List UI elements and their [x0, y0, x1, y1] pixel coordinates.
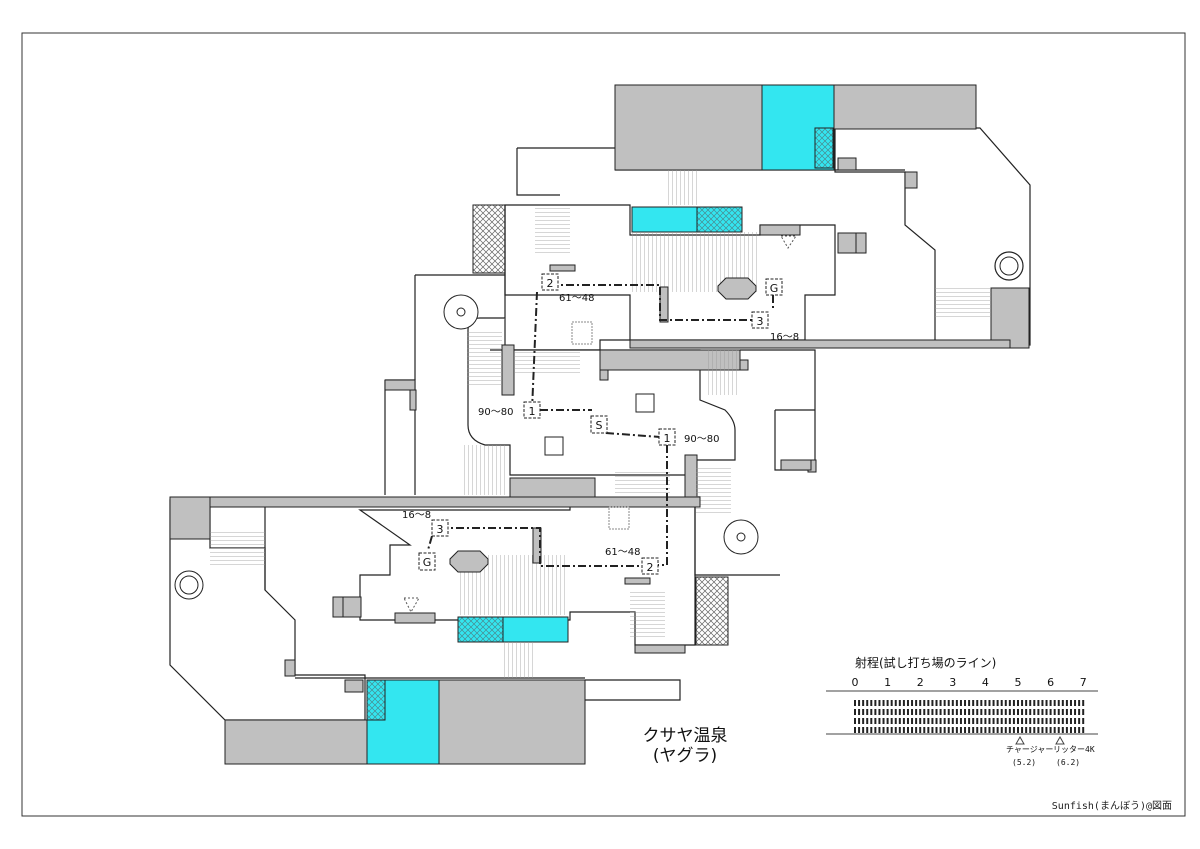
svg-text:リッター4K: リッター4K — [1053, 745, 1095, 754]
crate — [544, 436, 564, 456]
wall-block — [209, 496, 701, 508]
scale-tick-label: 2 — [917, 676, 924, 689]
wall-block — [284, 659, 296, 677]
svg-text:チャージャー: チャージャー — [1006, 745, 1053, 754]
range-scale-title: 射程(試し打ち場のライン) — [855, 655, 996, 670]
distance-label: 90〜80 — [478, 407, 513, 418]
wall-block — [599, 369, 609, 381]
distance-label: 61〜48 — [559, 293, 594, 304]
weapon-marker-liter: リッター4K (6.2) — [1053, 735, 1095, 767]
map-title-line1: クサヤ温泉 — [642, 726, 728, 746]
marker-g-bottom: G — [418, 552, 436, 571]
svg-text:3: 3 — [437, 523, 444, 536]
crate — [635, 393, 655, 413]
svg-text:(6.2): (6.2) — [1056, 758, 1080, 767]
wall-block — [759, 224, 801, 236]
wall-block — [344, 679, 364, 693]
svg-text:(5.2): (5.2) — [1012, 758, 1036, 767]
wall-block — [904, 171, 918, 189]
map-title: クサヤ温泉 (ヤグラ) — [600, 726, 770, 766]
scale-tick-label: 0 — [852, 676, 859, 689]
wall-block — [780, 459, 812, 471]
scale-tick-label: 4 — [982, 676, 989, 689]
distance-label: 16〜8 — [770, 332, 799, 343]
tree-top-left — [443, 294, 479, 330]
wall-block — [501, 344, 515, 396]
svg-text:G: G — [423, 556, 432, 569]
wall-block — [409, 389, 417, 411]
wall-block — [629, 339, 1011, 349]
marker-s: S — [590, 415, 608, 434]
marker-2-bottom: 2 — [641, 557, 659, 575]
distance-label: 16〜8 — [402, 510, 431, 521]
wall-block — [438, 679, 586, 765]
octagon-block-bottom — [449, 550, 489, 573]
marker-2-top: 2 — [541, 273, 559, 291]
range-scale: 射程(試し打ち場のライン) 0 1 2 3 4 5 6 7 チャージャー (5.2) リッター… — [826, 655, 1098, 767]
scale-tick-label: 1 — [884, 676, 891, 689]
wall-block — [509, 477, 596, 499]
marker-1-right: 1 — [658, 428, 676, 446]
scale-tick-label: 6 — [1047, 676, 1054, 689]
wall-block — [624, 577, 651, 585]
marker-3-bottom: 3 — [431, 519, 449, 537]
wall-block — [549, 264, 576, 272]
marker-g-top: G — [765, 278, 783, 296]
spawn-pad-bottom — [174, 570, 204, 600]
svg-text:2: 2 — [547, 277, 554, 290]
spawn-pad-top — [994, 251, 1024, 281]
wall-block — [634, 644, 686, 654]
wall-block — [659, 286, 669, 323]
scale-tick-label: 5 — [1015, 676, 1022, 689]
wall-block — [169, 496, 211, 540]
svg-text:1: 1 — [529, 405, 536, 418]
svg-text:G: G — [770, 282, 779, 295]
tree-bottom-right — [723, 519, 759, 555]
water-mid-bottom — [502, 616, 569, 643]
wall-block — [394, 612, 436, 624]
water-mid-top — [631, 206, 698, 233]
wall-block — [342, 596, 362, 618]
page-border — [21, 32, 1186, 817]
wall-block — [837, 232, 857, 254]
distance-label: 61〜48 — [605, 547, 640, 558]
distance-label: 90〜80 — [684, 434, 719, 445]
svg-text:1: 1 — [664, 432, 671, 445]
scale-tick-label: 3 — [949, 676, 956, 689]
scale-tick-label: 7 — [1080, 676, 1087, 689]
wall-block — [332, 596, 344, 618]
svg-text:2: 2 — [647, 561, 654, 574]
map-title-line2: (ヤグラ) — [652, 746, 718, 766]
credit-text: Sunfish(まんぼう)@図面 — [1051, 801, 1172, 812]
wall-block — [384, 379, 416, 391]
wall-block — [833, 84, 977, 130]
marker-3-top: 3 — [751, 311, 769, 329]
wall-block — [224, 719, 368, 765]
wall-block — [855, 232, 867, 254]
wall-block — [990, 287, 1030, 349]
svg-text:3: 3 — [757, 315, 764, 328]
wall-block — [614, 84, 764, 171]
wall-block — [837, 157, 857, 171]
wall-block — [739, 359, 749, 371]
octagon-block-top — [717, 277, 757, 300]
weapon-marker-charger: チャージャー (5.2) — [1006, 735, 1053, 767]
svg-text:S: S — [596, 419, 603, 432]
marker-1-left: 1 — [523, 401, 541, 419]
